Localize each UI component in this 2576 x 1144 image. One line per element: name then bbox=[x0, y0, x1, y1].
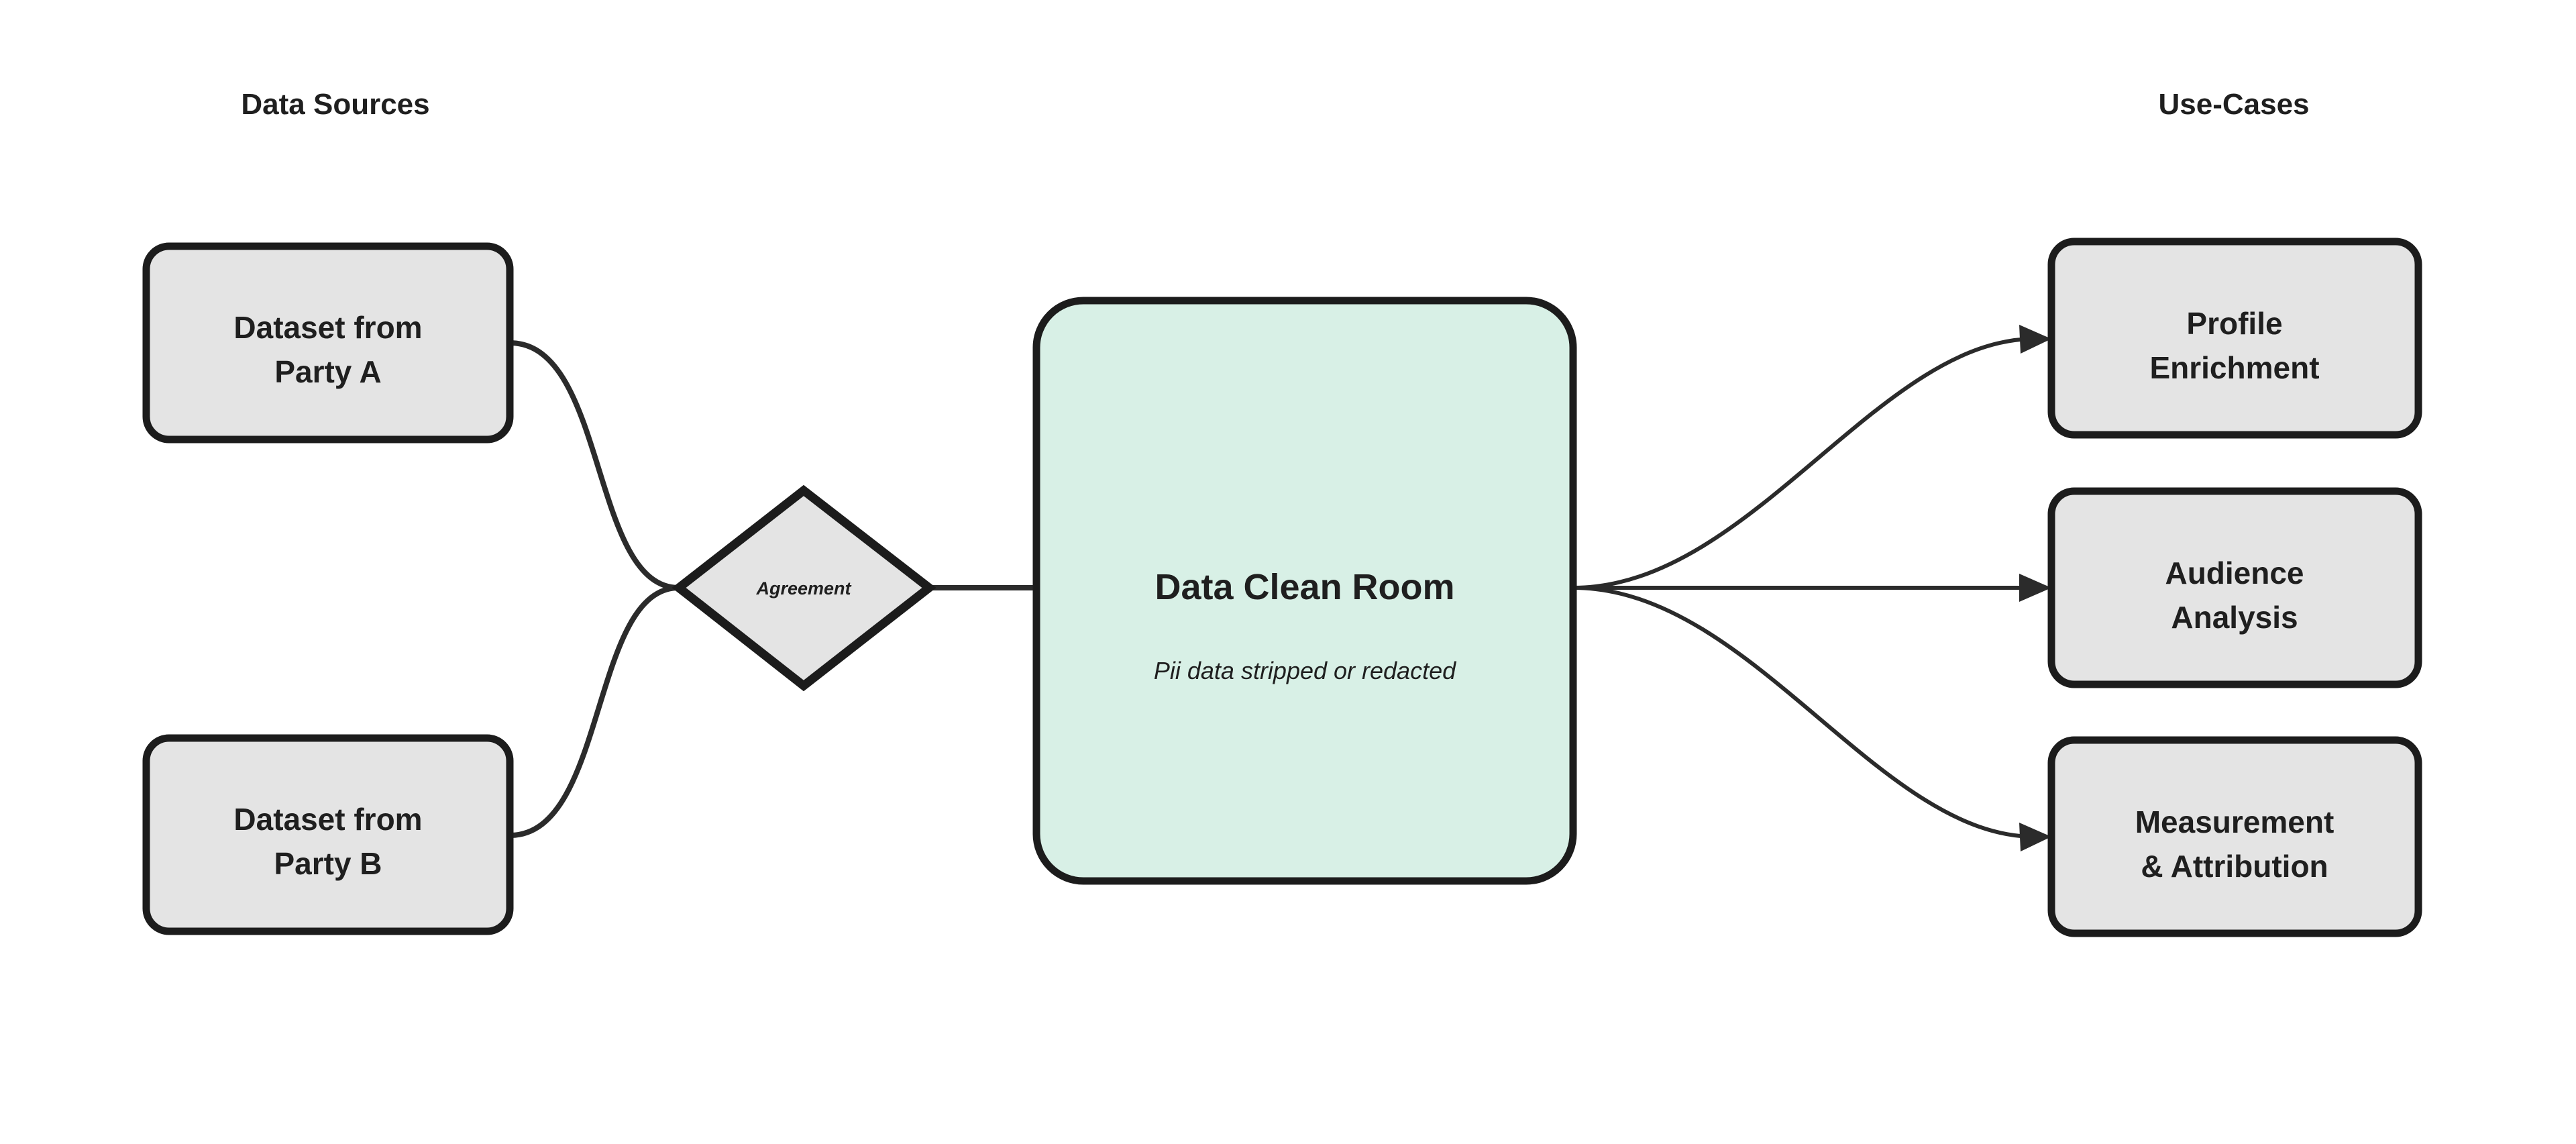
node-audience-analysis-label-line1: Audience bbox=[2165, 556, 2304, 590]
edge-clean-room-to-audience-analysis bbox=[1573, 574, 2051, 602]
node-agreement-label: Agreement bbox=[755, 578, 851, 599]
node-profile-enrichment-label-line1: Profile bbox=[2186, 306, 2282, 341]
edge-party-b-to-agreement bbox=[509, 585, 680, 838]
node-data-clean-room-box[interactable] bbox=[1032, 297, 1577, 885]
column-header-use-cases: Use-Cases bbox=[2158, 88, 2309, 121]
node-profile-enrichment[interactable]: Profile Enrichment bbox=[2047, 238, 2422, 439]
node-audience-analysis-box[interactable] bbox=[2047, 487, 2422, 688]
node-profile-enrichment-label-line2: Enrichment bbox=[2149, 350, 2319, 385]
edge-clean-room-to-measurement-attribution bbox=[1572, 586, 2051, 851]
node-profile-enrichment-box[interactable] bbox=[2047, 238, 2422, 439]
column-header-data-sources: Data Sources bbox=[241, 88, 429, 121]
node-dataset-party-a-box[interactable] bbox=[142, 242, 514, 444]
node-audience-analysis[interactable]: Audience Analysis bbox=[2047, 487, 2422, 688]
node-dataset-party-a-label-line1: Dataset from bbox=[233, 310, 422, 345]
node-measurement-attribution[interactable]: Measurement & Attribution bbox=[2047, 736, 2422, 937]
node-measurement-attribution-label-line2: & Attribution bbox=[2141, 849, 2328, 884]
node-dataset-party-b[interactable]: Dataset from Party B bbox=[142, 734, 514, 935]
node-data-clean-room[interactable]: Data Clean Room Pii data stripped or red… bbox=[1032, 297, 1577, 885]
node-agreement-diamond-shape[interactable] bbox=[672, 484, 936, 692]
node-data-clean-room-title: Data Clean Room bbox=[1155, 567, 1454, 607]
node-dataset-party-a[interactable]: Dataset from Party A bbox=[142, 242, 514, 444]
edge-party-a-to-agreement bbox=[509, 340, 680, 590]
node-measurement-attribution-box[interactable] bbox=[2047, 736, 2422, 937]
node-dataset-party-a-label-line2: Party A bbox=[274, 354, 381, 389]
node-agreement-diamond[interactable]: Agreement bbox=[672, 484, 936, 692]
node-data-clean-room-subtitle: Pii data stripped or redacted bbox=[1154, 657, 1456, 684]
node-audience-analysis-label-line2: Analysis bbox=[2171, 600, 2298, 635]
node-dataset-party-b-label-line2: Party B bbox=[274, 846, 382, 881]
node-dataset-party-b-box[interactable] bbox=[142, 734, 514, 935]
node-dataset-party-b-label-line1: Dataset from bbox=[233, 802, 422, 837]
node-measurement-attribution-label-line1: Measurement bbox=[2135, 804, 2334, 839]
edge-clean-room-to-profile-enrichment bbox=[1572, 325, 2051, 590]
